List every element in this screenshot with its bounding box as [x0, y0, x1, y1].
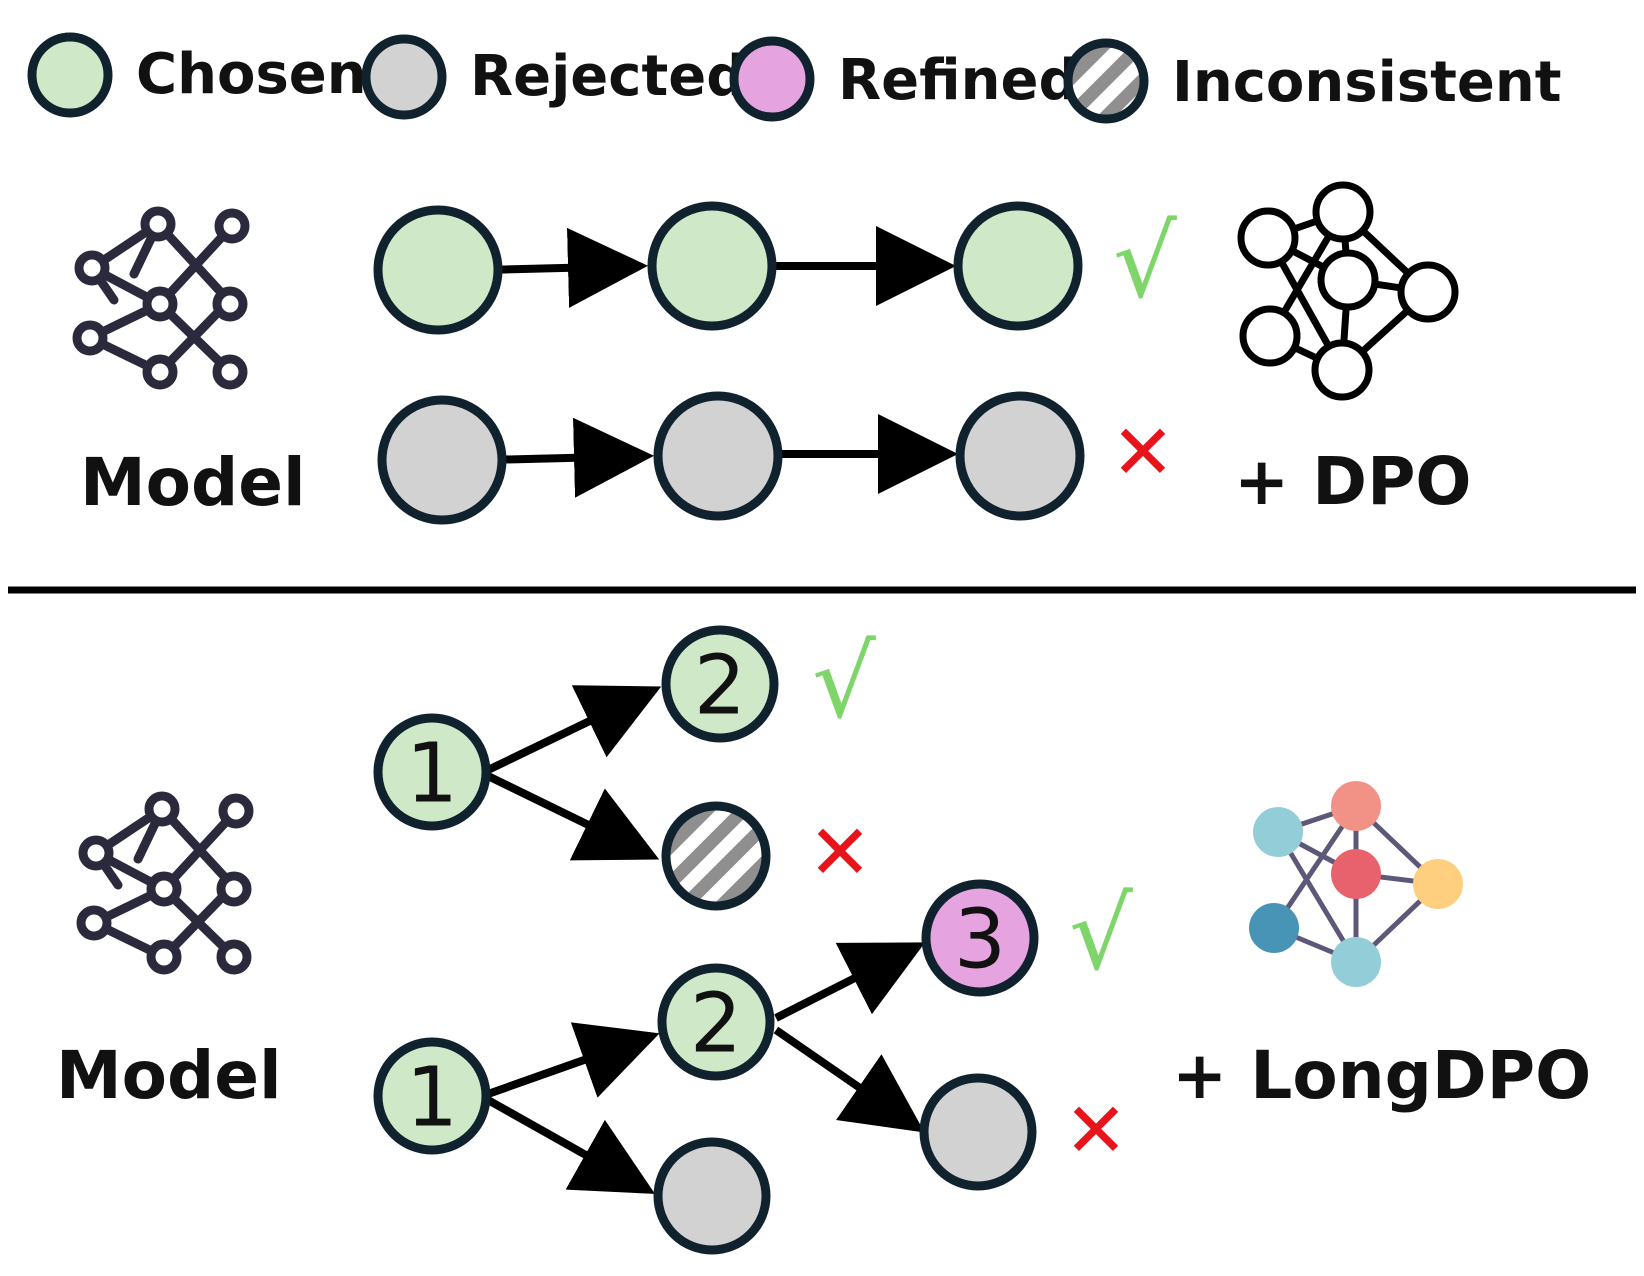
- upper-chosen-number: 2: [694, 639, 746, 734]
- lower-arrow-to-rejected: [486, 1096, 655, 1194]
- top-rejected-node-3: [955, 391, 1085, 521]
- top-chosen-node-2: [647, 201, 777, 331]
- refined-node: [921, 879, 1039, 997]
- lower-mid-node: [657, 963, 775, 1081]
- longdpo-node-red: [1331, 849, 1381, 899]
- longdpo-node-teal-left: [1253, 807, 1303, 857]
- lower-mid-number: 2: [690, 977, 742, 1072]
- upper-inconsistent-node: [661, 801, 771, 911]
- lower-root-number: 1: [406, 1051, 458, 1146]
- top-chosen-arrow-1: [483, 227, 648, 308]
- top-cross-mark: ✕: [1111, 408, 1175, 497]
- bottom-section: Model 1 2 √ ✕ 1 2 3 √ ✕: [56, 624, 1591, 1255]
- top-rejected-arrow-1: [485, 417, 654, 498]
- lower-arrow-to-refined: [774, 942, 926, 1022]
- lower-root-node: [373, 1037, 491, 1155]
- longdpo-network-icon: [1249, 781, 1463, 987]
- bottom-model-label: Model: [56, 1037, 282, 1114]
- model-icon-bottom: [76, 791, 254, 975]
- legend-rejected-label: Rejected: [470, 44, 746, 109]
- legend-refined-swatch: [729, 36, 815, 122]
- model-icon-top: [72, 206, 250, 390]
- upper-arrow-to-chosen: [486, 685, 662, 774]
- longdpo-node-yellow: [1413, 859, 1463, 909]
- top-model-label: Model: [80, 444, 306, 521]
- legend-chosen-label: Chosen: [136, 42, 367, 107]
- top-rejected-node-1: [377, 395, 507, 525]
- lower-check-mark: √: [1069, 876, 1133, 993]
- lower-cross-mark: ✕: [1064, 1086, 1128, 1175]
- upper-cross-mark: ✕: [808, 808, 872, 897]
- upper-check-mark: √: [812, 624, 876, 741]
- top-check-mark: √: [1113, 204, 1177, 321]
- longdpo-method-label: + LongDPO: [1172, 1037, 1591, 1114]
- top-chosen-node-3: [953, 201, 1083, 331]
- upper-chosen-node: [661, 625, 779, 743]
- lower-arrow-to-mid: [486, 1022, 660, 1098]
- top-section: Model √ ✕: [72, 181, 1472, 525]
- legend-rejected-swatch: [361, 34, 447, 120]
- lower-rejected-node-2: [919, 1073, 1037, 1191]
- lower-arrow-to-rejected-2: [773, 1026, 925, 1133]
- upper-root-number: 1: [406, 727, 458, 822]
- top-rejected-node-2: [653, 391, 783, 521]
- longdpo-node-salmon: [1331, 781, 1381, 831]
- upper-root-node: [373, 713, 491, 831]
- legend-inconsistent-label: Inconsistent: [1172, 50, 1561, 115]
- legend-chosen-swatch: [27, 32, 113, 118]
- legend-refined-label: Refined: [838, 48, 1079, 113]
- legend-inconsistent-swatch: [1063, 38, 1149, 124]
- dpo-network-icon: [1237, 181, 1459, 401]
- dpo-method-label: + DPO: [1234, 443, 1472, 520]
- longdpo-node-teal-bottom: [1331, 937, 1381, 987]
- upper-arrow-to-inconsistent: [486, 772, 660, 861]
- legend: Chosen Rejected Refined Inconsistent: [27, 32, 1561, 124]
- lower-rejected-node: [653, 1137, 771, 1255]
- longdpo-node-blue: [1249, 903, 1299, 953]
- top-chosen-node-1: [373, 205, 503, 335]
- refined-number: 3: [954, 893, 1006, 988]
